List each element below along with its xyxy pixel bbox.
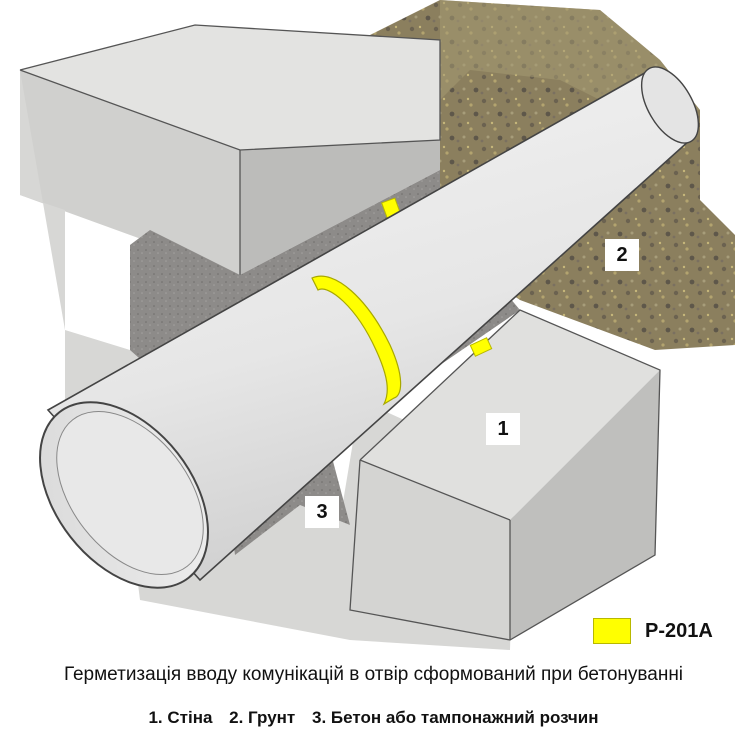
- seal-tab-lower: [469, 337, 493, 357]
- caption-item-wall: 1. Стіна: [148, 708, 213, 727]
- caption-items: 1. Стіна 2. Грунт 3. Бетон або тампонажн…: [0, 708, 747, 728]
- label-concrete: 3: [305, 496, 339, 528]
- diagram-scene: [19, 0, 735, 650]
- legend-swatch: [593, 618, 631, 644]
- legend: P-201A: [593, 618, 713, 644]
- caption-item-ground: 2. Грунт: [229, 708, 296, 727]
- legend-label: P-201A: [645, 619, 713, 642]
- seal-ring: [311, 275, 402, 406]
- label-ground: 2: [605, 239, 639, 271]
- caption-item-concrete: 3. Бетон або тампонажний розчин: [312, 708, 599, 727]
- upper-concrete-block: [19, 24, 441, 275]
- caption-title: Герметизація вводу комунікацій в отвір с…: [63, 664, 684, 685]
- label-wall: 1: [486, 413, 520, 445]
